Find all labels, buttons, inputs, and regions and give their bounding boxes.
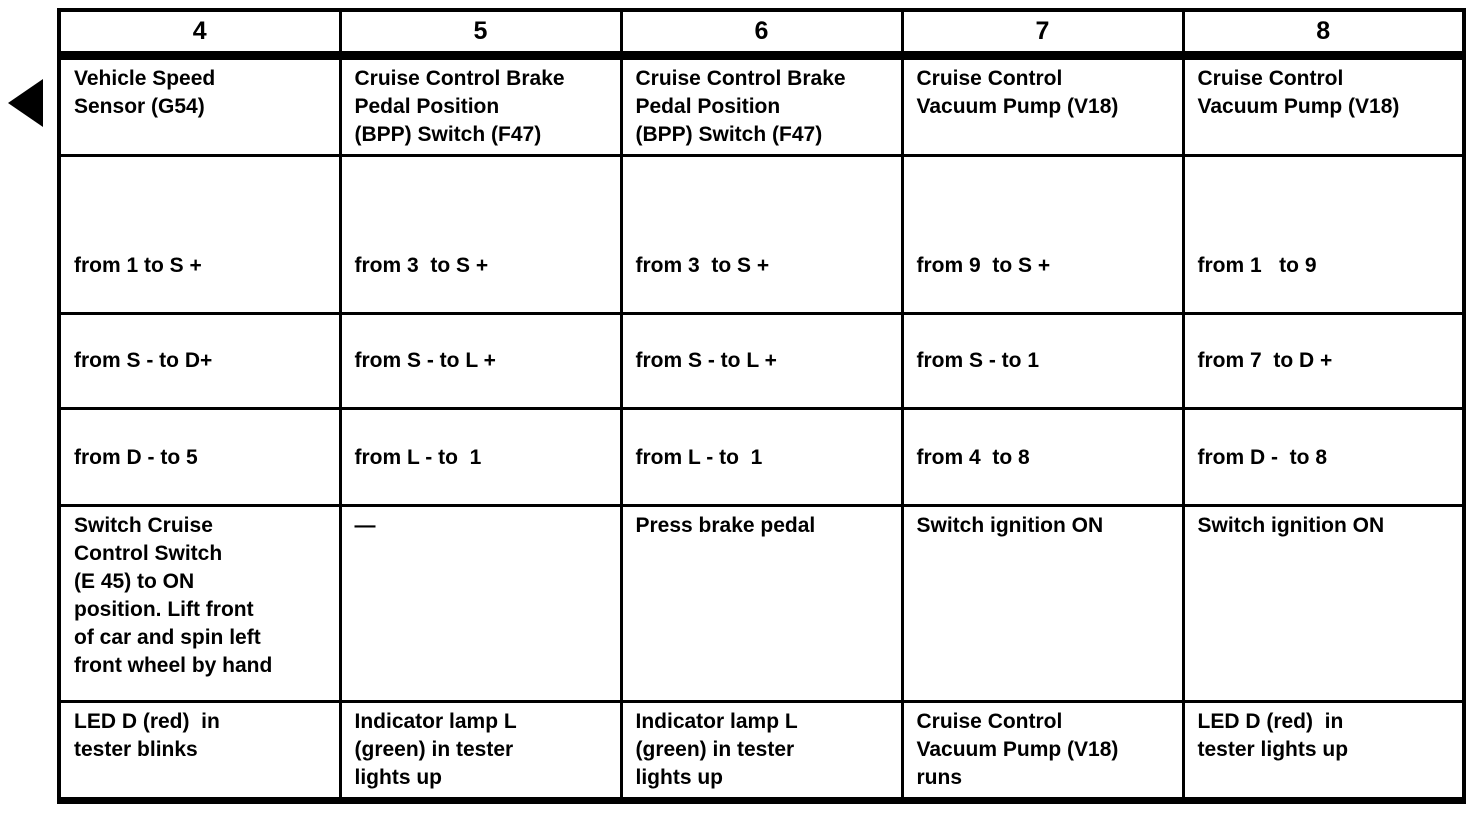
table-cell: from 1 to S + (57, 153, 342, 315)
table-cell: Cruise Control Brake Pedal Position (BPP… (338, 53, 623, 157)
table-cell: from S - to 1 (900, 311, 1185, 410)
table-cell: Cruise Control Vacuum Pump (V18) runs (900, 699, 1185, 804)
diagnostic-test-table: 4 5 6 7 8 Vehicle Speed Sensor (G54) Cru… (57, 8, 1466, 804)
column-header: 6 (619, 8, 904, 60)
table-cell: from 1 to 9 (1181, 153, 1466, 315)
table-cell: Switch ignition ON (900, 503, 1185, 703)
left-arrow-icon (8, 79, 43, 127)
table-cell: Press brake pedal (619, 503, 904, 703)
table-cell: Indicator lamp L (green) in tester light… (619, 699, 904, 804)
table-cell: Indicator lamp L (green) in tester light… (338, 699, 623, 804)
column-header: 8 (1181, 8, 1466, 60)
table-cell: from 3 to S + (619, 153, 904, 315)
table-cell: Switch Cruise Control Switch (E 45) to O… (57, 503, 342, 703)
table-row-contact-2: from S - to D+ from S - to L + from S - … (57, 311, 1466, 410)
column-header: 7 (900, 8, 1185, 60)
table-cell: from L - to 1 (619, 406, 904, 507)
table-cell: Cruise Control Brake Pedal Position (BPP… (619, 53, 904, 157)
table-cell: LED D (red) in tester lights up (1181, 699, 1466, 804)
table-cell: Cruise Control Vacuum Pump (V18) (900, 53, 1185, 157)
table-row-contact-3: from D - to 5 from L - to 1 from L - to … (57, 406, 1466, 507)
table-cell: from S - to D+ (57, 311, 342, 410)
table-cell: from 3 to S + (338, 153, 623, 315)
table-cell: from 4 to 8 (900, 406, 1185, 507)
table-cell: Vehicle Speed Sensor (G54) (57, 53, 342, 157)
table-cell: from D - to 5 (57, 406, 342, 507)
table-cell: from S - to L + (338, 311, 623, 410)
table-cell: from 9 to S + (900, 153, 1185, 315)
column-header-row: 4 5 6 7 8 (57, 8, 1466, 60)
table-cell: from L - to 1 (338, 406, 623, 507)
table-cell: from D - to 8 (1181, 406, 1466, 507)
table-row-result: LED D (red) in tester blinks Indicator l… (57, 699, 1466, 804)
table-cell: from S - to L + (619, 311, 904, 410)
table-cell: Cruise Control Vacuum Pump (V18) (1181, 53, 1466, 157)
table-row-component: Vehicle Speed Sensor (G54) Cruise Contro… (57, 53, 1466, 157)
table-cell: from 7 to D + (1181, 311, 1466, 410)
column-header: 5 (338, 8, 623, 60)
table-cell: Switch ignition ON (1181, 503, 1466, 703)
table-row-contact-1: from 1 to S + from 3 to S + from 3 to S … (57, 153, 1466, 315)
table-cell: LED D (red) in tester blinks (57, 699, 342, 804)
table-cell-empty-dash: — (338, 503, 623, 703)
column-header: 4 (57, 8, 342, 60)
table-row-action: Switch Cruise Control Switch (E 45) to O… (57, 503, 1466, 703)
